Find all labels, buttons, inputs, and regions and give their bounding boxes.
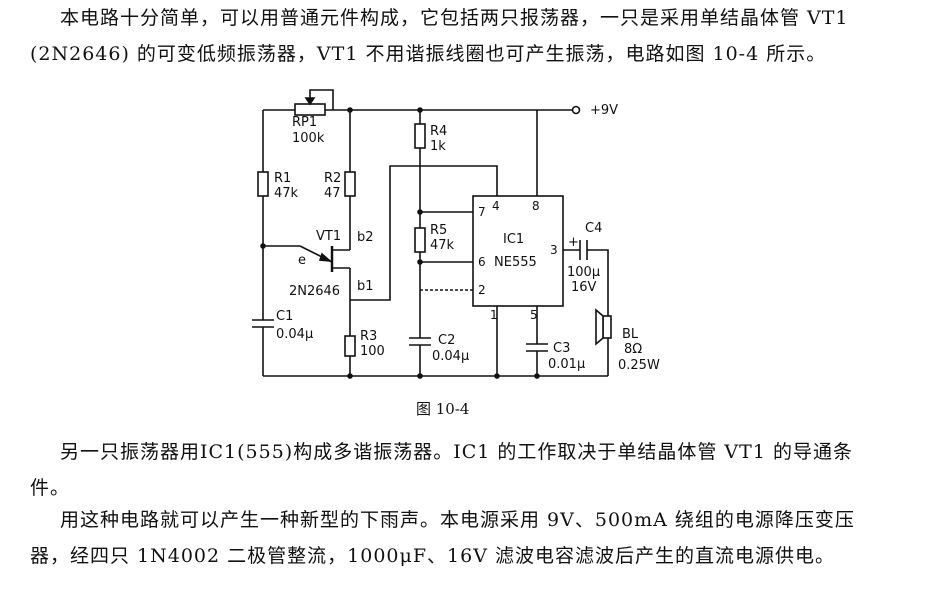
p3-line-2: 器，经四只 1N4002 二极管整流，1000μF、16V 滤波电容滤波后产生的… bbox=[30, 545, 835, 567]
vt1-emitter-arrow bbox=[318, 252, 333, 263]
r5-resistor bbox=[414, 227, 426, 253]
vt1-label: VT1 bbox=[316, 229, 341, 244]
r3-value: 100 bbox=[360, 344, 385, 359]
ic-pin-5: 5 bbox=[530, 308, 538, 322]
p3-line-1: 用这种电路就可以产生一种新型的下雨声。本电源采用 9V、500mA 绕组的电源降… bbox=[60, 509, 855, 531]
vt1-model: 2N2646 bbox=[289, 284, 340, 299]
body-paragraph-3: 用这种电路就可以产生一种新型的下雨声。本电源采用 9V、500mA 绕组的电源降… bbox=[0, 502, 928, 574]
r4-label: R4 bbox=[430, 124, 447, 139]
r4-resistor bbox=[414, 123, 426, 149]
bl-value-2: 0.25W bbox=[618, 358, 660, 373]
ic1-label: IC1 bbox=[503, 232, 524, 247]
rp1-resistor bbox=[294, 103, 326, 116]
r2-value: 47 bbox=[324, 186, 341, 201]
ic-pin-2: 2 bbox=[478, 283, 486, 297]
r2-label: R2 bbox=[324, 171, 341, 186]
r2-resistor bbox=[344, 171, 356, 197]
ic-pin-4: 4 bbox=[492, 199, 500, 213]
rp1-wiper bbox=[309, 89, 334, 110]
c4-label: C4 bbox=[585, 221, 602, 236]
supply-terminal bbox=[571, 105, 581, 115]
r5-label: R5 bbox=[430, 223, 447, 238]
speaker-body bbox=[602, 315, 612, 339]
bl-label: BL bbox=[622, 327, 639, 342]
body-paragraph-2: 另一只振荡器用IC1(555)构成多谐振荡器。IC1 的工作取决于单结晶体管 V… bbox=[0, 434, 928, 506]
c3-value: 0.01μ bbox=[548, 357, 585, 372]
speaker-cone bbox=[595, 308, 604, 346]
r5-value: 47k bbox=[430, 238, 455, 253]
r3-label: R3 bbox=[360, 329, 377, 344]
ic-pin-3: 3 bbox=[550, 243, 558, 257]
p2-line-2: 件。 bbox=[30, 477, 71, 499]
r3-resistor bbox=[344, 335, 356, 357]
ic-pin-8: 8 bbox=[532, 199, 540, 213]
r1-label: R1 bbox=[274, 171, 291, 186]
ic-pin-1: 1 bbox=[490, 308, 498, 322]
c2-value: 0.04μ bbox=[432, 349, 469, 364]
vt1-b1-label: b1 bbox=[357, 279, 374, 294]
rp1-arrow bbox=[304, 97, 316, 106]
b1-to-pin4-wire bbox=[350, 165, 498, 301]
c3-label: C3 bbox=[553, 341, 570, 356]
c4-value-1: 100μ bbox=[567, 265, 600, 280]
ic-pin-6: 6 bbox=[478, 255, 486, 269]
intro-line-2: (2N2646) 的可变低频振荡器，VT1 不用谐振线圈也可产生振荡，电路如图 … bbox=[30, 43, 827, 65]
figure-caption: 图 10-4 bbox=[416, 400, 470, 418]
rp1-value: 100k bbox=[292, 131, 325, 146]
vt1-e-label: e bbox=[298, 253, 306, 268]
r1-resistor bbox=[257, 171, 269, 197]
c4-out-wire bbox=[587, 249, 609, 316]
p2-line-1: 另一只振荡器用IC1(555)构成多谐振荡器。IC1 的工作取决于单结晶体管 V… bbox=[60, 441, 853, 463]
rp1-label: RP1 bbox=[292, 115, 317, 130]
ic-pin-7: 7 bbox=[478, 205, 486, 219]
intro-line-1: 本电路十分简单，可以用普通元件构成，它包括两只报荡器，一只是采用单结晶体管 VT… bbox=[60, 7, 849, 29]
c1-label: C1 bbox=[276, 309, 293, 324]
c4-value-2: 16V bbox=[571, 280, 597, 295]
intro-paragraph: 本电路十分简单，可以用普通元件构成，它包括两只报荡器，一只是采用单结晶体管 VT… bbox=[0, 0, 928, 72]
r1-value: 47k bbox=[274, 186, 299, 201]
supply-label: +9V bbox=[590, 103, 618, 118]
ic1-model: NE555 bbox=[494, 255, 537, 270]
r4-value: 1k bbox=[430, 139, 446, 154]
c2-label: C2 bbox=[438, 333, 455, 348]
vt1-b2-label: b2 bbox=[357, 230, 374, 245]
bl-value-1: 8Ω bbox=[624, 342, 642, 357]
c4-plus: + bbox=[568, 235, 579, 250]
ic1-chip bbox=[472, 195, 564, 307]
c1-value: 0.04μ bbox=[276, 327, 313, 342]
